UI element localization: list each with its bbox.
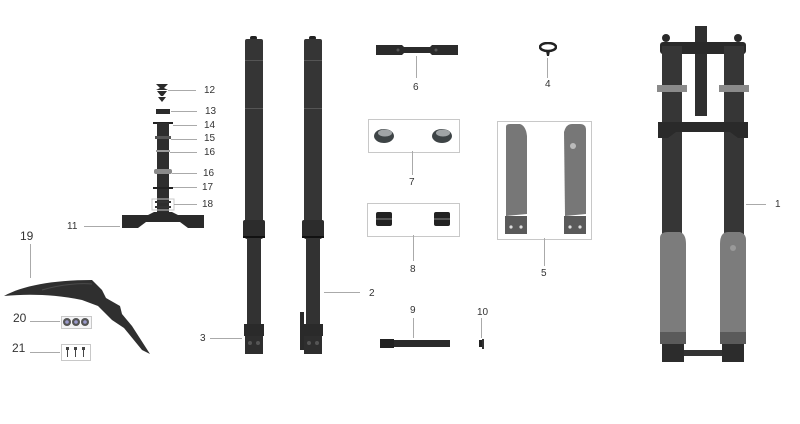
- bumpers-drawing: [376, 212, 450, 226]
- top-clamp-bar-drawing: [376, 45, 458, 55]
- fork-guards-drawing: [505, 124, 586, 234]
- callout-14: 14: [204, 120, 216, 131]
- steerer-stack-drawing: [122, 84, 204, 228]
- callout-8: 8: [410, 264, 416, 275]
- callout-20: 20: [13, 311, 27, 325]
- callout-21: 21: [12, 341, 26, 355]
- axle-nut-drawing: [479, 339, 484, 349]
- callout-19: 19: [20, 229, 34, 243]
- cable-guide-drawing: [539, 42, 557, 56]
- bolt-set-box: [61, 344, 91, 361]
- callout-7: 7: [409, 177, 415, 188]
- callout-10: 10: [477, 307, 489, 318]
- callout-16-upper: 16: [204, 147, 216, 158]
- callout-4: 4: [545, 79, 551, 90]
- callout-16-lower: 16: [203, 168, 215, 179]
- callout-6: 6: [413, 82, 419, 93]
- callout-1: 1: [775, 199, 781, 210]
- fork-leg-left-drawing: [243, 36, 265, 354]
- callout-18: 18: [202, 199, 214, 210]
- callout-11: 11: [67, 221, 78, 232]
- callout-5: 5: [541, 268, 547, 279]
- complete-fork-drawing: [657, 26, 749, 362]
- callout-15: 15: [204, 133, 216, 144]
- fork-leg-right-drawing: [300, 36, 324, 354]
- callout-2: 2: [369, 288, 375, 299]
- callout-12: 12: [204, 85, 216, 96]
- callout-17: 17: [202, 182, 214, 193]
- axle-drawing: [380, 339, 450, 348]
- callout-3: 3: [200, 333, 206, 344]
- clamp-rings-drawing: [374, 129, 452, 143]
- clamp-ring-box: [368, 119, 460, 153]
- front-fender-drawing: [4, 280, 150, 354]
- washer-set-drawing: [63, 318, 89, 326]
- bolt-set-drawing: [66, 347, 85, 357]
- callout-9: 9: [410, 305, 416, 316]
- callout-13: 13: [205, 106, 217, 117]
